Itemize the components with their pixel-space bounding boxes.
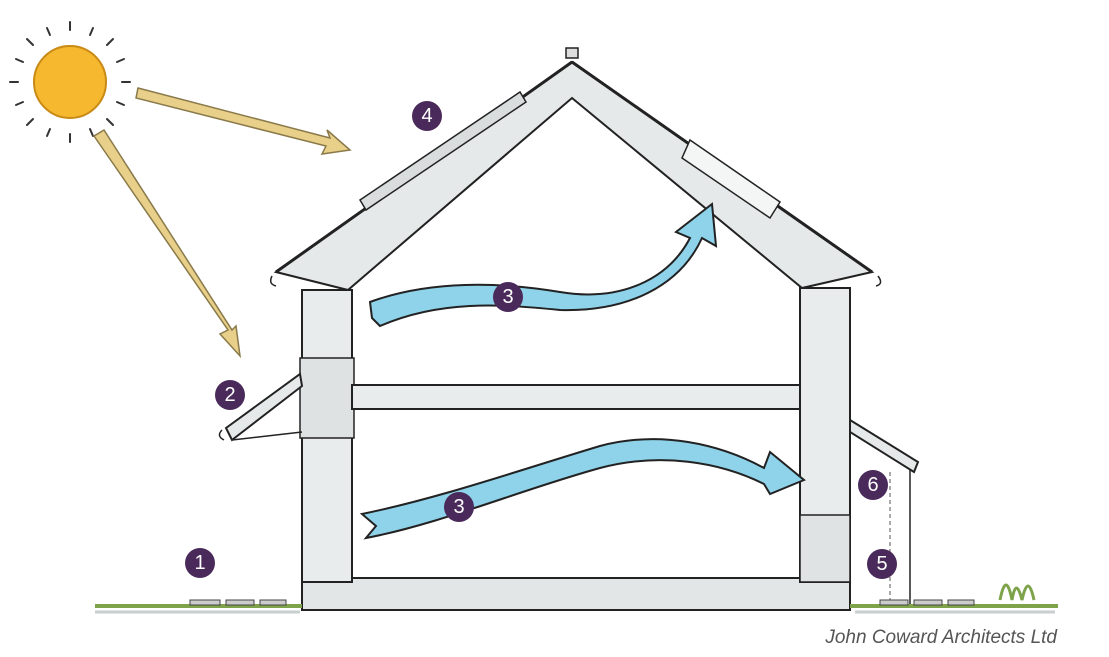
ground-right	[850, 583, 1058, 614]
left-wall	[299, 289, 355, 583]
intermediate-floor	[351, 384, 801, 410]
marker-side-window: 6	[858, 470, 888, 500]
marker-roof: 4	[412, 101, 442, 131]
sun-icon	[9, 21, 131, 143]
ground-left	[95, 599, 302, 614]
marker-airflow-upper: 3	[493, 282, 523, 312]
marker-airflow-lower: 3	[444, 492, 474, 522]
roof	[273, 47, 875, 292]
marker-ground: 1	[185, 548, 215, 578]
sun-ray-arrow-canopy	[92, 128, 242, 359]
marker-canopy: 2	[215, 380, 245, 410]
side-lean-to	[849, 418, 920, 604]
marker-side-wall: 5	[867, 549, 897, 579]
foundation-slab	[301, 577, 851, 611]
right-wall	[799, 287, 851, 583]
credit-text: John Coward Architects Ltd	[825, 627, 1057, 648]
airflow-arrow-lower	[359, 438, 806, 540]
sun-ray-arrow-roof	[135, 87, 352, 155]
canopy	[218, 372, 304, 442]
